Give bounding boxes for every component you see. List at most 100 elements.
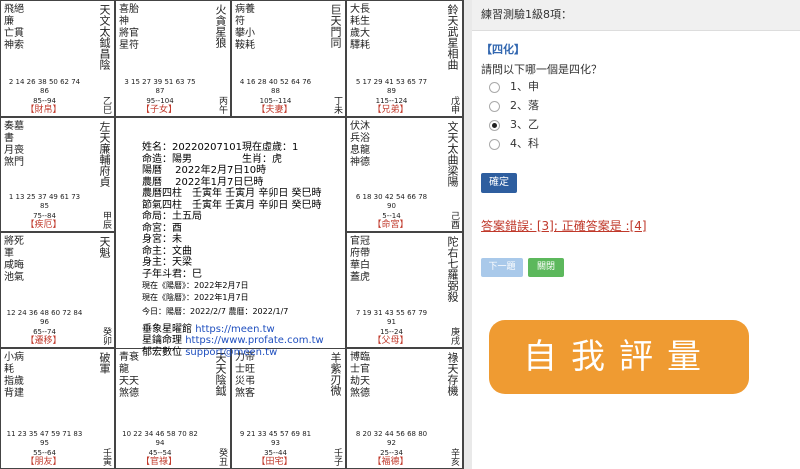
palace-spirits: 大長 耗生 歲大 驛耗 <box>350 4 370 51</box>
palace-spirits: 將死 軍 咸晦 池氣 <box>4 236 24 283</box>
info-today: 今日：陽曆：2022/2/7 農曆：2022/1/7 <box>142 307 289 316</box>
decade-range: 65--74 <box>33 328 56 336</box>
option-2[interactable]: 2、落 <box>489 97 539 113</box>
star-names: 祿天存機 <box>446 352 459 396</box>
site3-label: 郁宏數位 <box>142 346 182 358</box>
stem-branch: 庚戌 <box>449 327 459 345</box>
info-ming: 命宮：酉 <box>142 222 182 234</box>
palace-name: 【子女】 <box>140 105 177 115</box>
palace-spirits: 小病 耗 指歲 背建 <box>4 352 24 399</box>
info-bureau: 命局：土五局 <box>142 211 202 222</box>
site3-link[interactable]: support@meen.tw <box>185 346 278 358</box>
site1-link[interactable]: https://meen.tw <box>195 323 275 335</box>
star-names: 天文太鉞昌陰 <box>98 4 111 70</box>
palace-name: 【財帛】 <box>25 105 62 115</box>
palace-cell-hai: 祿天存機 博臨 士官 劫天 煞德 8 20 32 44 56 68 80 92 25-… <box>346 348 463 469</box>
age-numbers: 11 23 35 47 59 71 83 95 <box>6 430 83 447</box>
star-names: 羊紫刃微 <box>329 352 342 396</box>
palace-spirits: 病養 符 攀小 鞍耗 <box>235 4 255 51</box>
decade-range: 45--54 <box>148 449 172 457</box>
option-4[interactable]: 4、科 <box>489 135 539 151</box>
info-pillars2: 節氣四柱 壬寅年 壬寅月 辛卯日 癸巳時 <box>142 199 322 211</box>
stem-branch: 丁未 <box>332 96 342 114</box>
age-numbers: 10 22 34 46 58 70 82 94 <box>122 430 198 447</box>
stem-branch: 癸丑 <box>217 448 227 466</box>
stem-branch: 乙巳 <box>101 96 111 114</box>
age-numbers: 8 20 32 44 56 68 80 92 <box>355 430 428 447</box>
age-numbers: 6 18 30 42 54 66 78 90 <box>355 193 428 210</box>
info-name: 姓名：20220207101現在虛歲：1 <box>142 142 299 153</box>
age-numbers: 9 21 33 45 57 69 81 93 <box>239 430 312 447</box>
palace-name: 【朋友】 <box>25 457 62 467</box>
age-numbers: 4 16 28 40 52 64 76 88 <box>239 78 312 95</box>
palace-name: 【田宅】 <box>256 457 293 467</box>
radio-icon[interactable] <box>489 138 500 150</box>
palace-spirits: 官冠 府帶 華白 蓋虎 <box>350 236 370 283</box>
question-tag: 【四化】 <box>481 43 525 56</box>
self-evaluation-button[interactable]: 自我評量 <box>489 320 749 394</box>
palace-cell-mao: 天魁 將死 軍 咸晦 池氣 12 24 36 48 60 72 84 96 65--7… <box>0 232 115 348</box>
quiz-panel: 練習測驗1級8項： 【四化】 請問以下哪一個是四化？ 1、申 2、落 3、乙 4… <box>472 0 800 469</box>
decade-range: 35--44 <box>264 449 287 457</box>
option-3[interactable]: 3、乙 <box>489 116 539 132</box>
site2-link[interactable]: https://www.profate.com.tw <box>185 335 324 346</box>
info-fate: 命造：陽男 生肖：虎 <box>142 153 282 165</box>
confirm-button[interactable]: 確定 <box>481 173 517 193</box>
radio-icon[interactable] <box>489 100 500 112</box>
decade-range: 55--64 <box>33 449 56 457</box>
star-names: 天天陰鉞 <box>214 352 227 396</box>
palace-spirits: 博臨 士官 劫天 煞德 <box>350 352 370 399</box>
star-names: 破軍 <box>98 352 111 374</box>
palace-name: 【命宮】 <box>372 220 409 230</box>
palace-spirits: 喜胎 神 將官 星符 <box>119 4 139 51</box>
info-shenzhu: 身主：天梁 <box>142 257 192 268</box>
palace-name: 【兄弟】 <box>372 105 409 115</box>
decade-range: 85--94 <box>33 97 56 105</box>
palace-cell-wei: 巨天門同 病養 符 攀小 鞍耗 4 16 28 40 52 64 76 88 105-… <box>231 0 346 117</box>
info-solar: 陽曆 2022年2月7日10時 <box>142 165 267 176</box>
decade-range: 105--114 <box>259 97 292 105</box>
age-numbers: 2 14 26 38 50 62 74 86 <box>8 78 81 95</box>
stem-branch: 甲辰 <box>101 211 111 229</box>
decade-range: 25--34 <box>380 449 403 457</box>
option-1[interactable]: 1、申 <box>489 78 539 94</box>
answer-feedback: 答案錯誤: [3]; 正確答案是 :[4] <box>481 219 647 233</box>
question-text: 請問以下哪一個是四化？ <box>481 63 602 76</box>
radio-selected-icon[interactable] <box>489 119 500 131</box>
age-numbers: 12 24 36 48 60 72 84 96 <box>6 309 83 326</box>
palace-name: 【官祿】 <box>140 457 177 467</box>
age-numbers: 1 13 25 37 49 61 73 85 <box>8 193 81 210</box>
star-names: 天魁 <box>98 236 111 258</box>
palace-cell-yin: 破軍 小病 耗 指歲 背建 11 23 35 47 59 71 83 95 55--6… <box>0 348 115 469</box>
decade-range: 15--24 <box>380 328 403 336</box>
close-button[interactable]: 關閉 <box>528 258 564 277</box>
decade-range: 75--84 <box>33 212 56 220</box>
palace-spirits: 伏沐 兵浴 息龍 神德 <box>350 121 370 168</box>
palace-name: 【遷移】 <box>25 336 62 346</box>
stem-branch: 壬子 <box>332 448 342 466</box>
next-question-button[interactable]: 下一題 <box>481 258 523 277</box>
decade-range: 95--104 <box>146 97 174 105</box>
info-now-lunar: 現在《陰曆》：2022年1月7日 <box>142 292 249 302</box>
star-names: 巨天門同 <box>329 4 342 48</box>
palace-name: 【福德】 <box>372 457 409 467</box>
stem-branch: 壬寅 <box>101 448 111 466</box>
palace-name: 【夫妻】 <box>256 105 293 115</box>
palace-spirits: 奏墓 書 月喪 煞門 <box>4 121 24 168</box>
info-doujun: 子年斗君：巳 <box>142 268 202 280</box>
stem-branch: 丙午 <box>217 96 227 114</box>
info-mingzhu: 命主：文曲 <box>142 245 192 257</box>
star-names: 陀右七羅弼殺 <box>446 236 459 302</box>
palace-name: 【疾厄】 <box>25 220 62 230</box>
age-numbers: 3 15 27 39 51 63 75 87 <box>124 78 196 95</box>
radio-icon[interactable] <box>489 81 500 93</box>
stem-branch: 癸卯 <box>101 327 111 345</box>
